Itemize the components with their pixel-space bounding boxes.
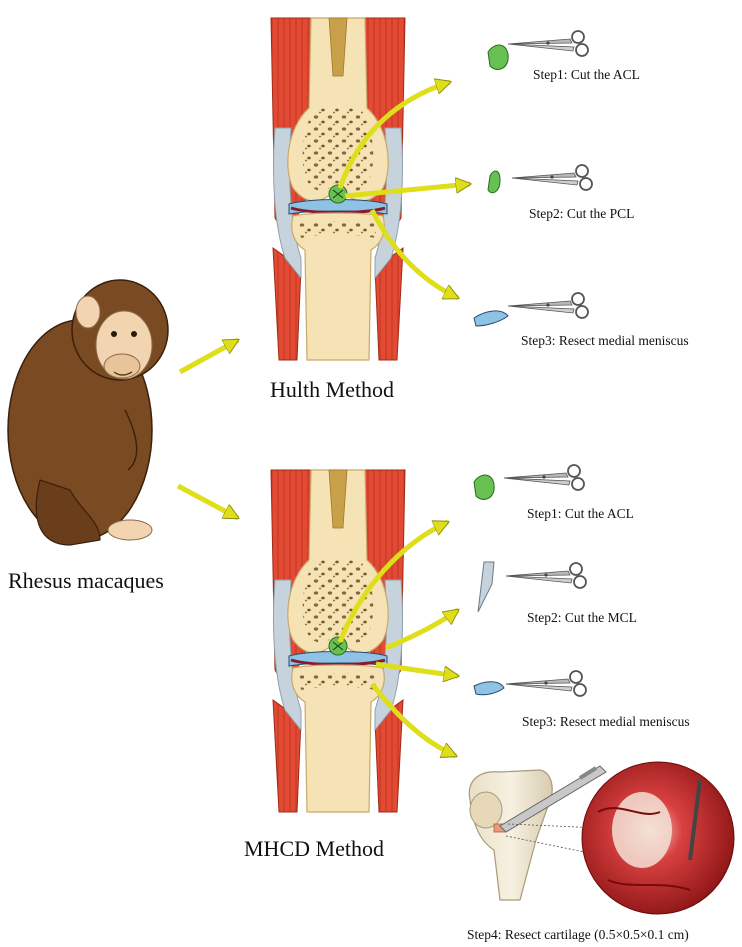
- mhcd-method-title: MHCD Method: [244, 836, 384, 861]
- scissors-icon: [507, 292, 589, 319]
- mcl-ligament-icon: [477, 561, 495, 613]
- hulth-method-title: Hulth Method: [270, 377, 395, 402]
- acl-ligament-icon: [487, 44, 509, 70]
- scissors-icon: [503, 464, 585, 491]
- scissors-icon: [507, 30, 589, 57]
- mhcd-step-4: Step4: Resect cartilage (0.5×0.5×0.1 cm): [467, 927, 689, 942]
- arrow-to-mhcd: [176, 483, 238, 521]
- mhcd-step-3: Step3: Resect medial meniscus: [522, 714, 690, 729]
- mhcd-step-1: Step1: Cut the ACL: [527, 506, 634, 521]
- scissors-icon: [505, 562, 587, 589]
- hulth-arrows: [337, 82, 470, 301]
- scissors-icon: [511, 164, 593, 191]
- mhcd-step-2: Step2: Cut the MCL: [527, 610, 637, 625]
- callout-line: [505, 835, 605, 857]
- hulth-step-3: Step3: Resect medial meniscus: [521, 333, 689, 348]
- subject-label: Rhesus macaques: [8, 568, 164, 593]
- acl-ligament-icon: [473, 474, 495, 500]
- surgical-photo: [581, 761, 735, 915]
- rhesus-macaque-illustration: [7, 279, 169, 546]
- pcl-ligament-icon: [487, 170, 501, 194]
- arrow-to-hulth: [178, 337, 238, 375]
- meniscus-icon: [473, 310, 509, 327]
- hulth-knee-diagram: [269, 16, 407, 362]
- scissors-icon: [505, 670, 587, 697]
- femur-cartilage-illustration: [468, 769, 553, 901]
- mhcd-arrows: [337, 519, 458, 759]
- scalpel-icon: [499, 765, 607, 833]
- meniscus-icon: [473, 681, 505, 696]
- hulth-step-2: Step2: Cut the PCL: [529, 206, 635, 221]
- hulth-step-1: Step1: Cut the ACL: [533, 67, 640, 82]
